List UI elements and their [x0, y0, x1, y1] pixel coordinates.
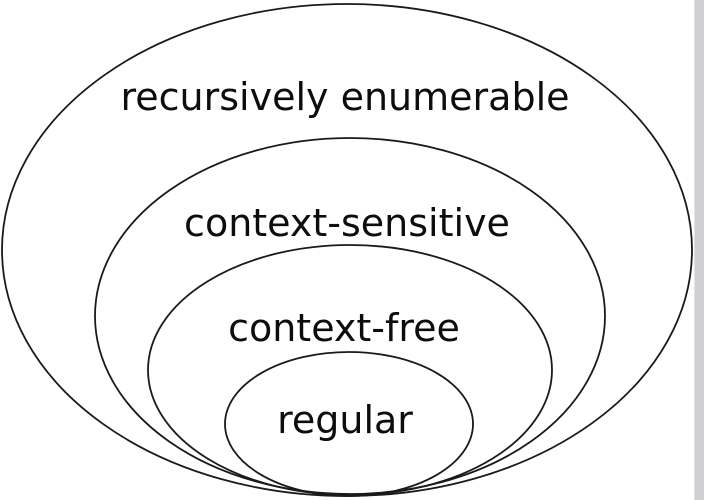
ellipse-regular — [224, 351, 474, 497]
scrollbar-track[interactable] — [694, 0, 704, 500]
label-context-sensitive: context-sensitive — [184, 201, 510, 245]
label-recursively-enumerable: recursively enumerable — [120, 75, 570, 119]
label-regular: regular — [277, 398, 413, 442]
label-context-free: context-free — [228, 306, 460, 350]
ellipse-context-sensitive — [94, 137, 606, 495]
ellipse-context-free — [147, 244, 553, 496]
